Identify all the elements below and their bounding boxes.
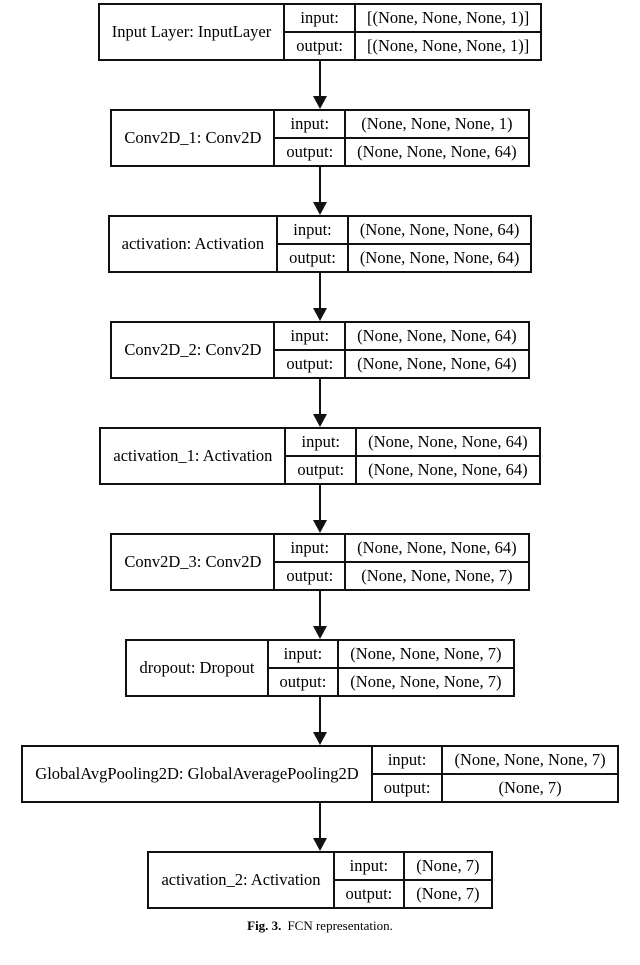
layer-name-cell: dropout: Dropout	[127, 641, 269, 695]
down-arrow-icon	[312, 379, 328, 427]
layer-node: activation: Activation input: (None, Non…	[107, 215, 533, 273]
output-row-label: output:	[275, 139, 347, 165]
input-shape-value: (None, None, None, 1)	[346, 111, 528, 139]
output-row-label: output:	[285, 33, 356, 59]
output-shape-value: (None, None, None, 64)	[359, 248, 520, 267]
output-row-label: output:	[275, 351, 347, 377]
layer-node: Conv2D_1: Conv2D input: (None, None, Non…	[110, 109, 530, 167]
output-row-label: output:	[335, 881, 406, 907]
layer-name-cell: activation: Activation	[110, 217, 279, 271]
layer-name-cell: Conv2D_2: Conv2D	[112, 323, 276, 377]
input-shape-value: (None, None, None, 64)	[357, 429, 539, 457]
layer-node: activation_1: Activation input: (None, N…	[99, 427, 541, 485]
input-row-label: input:	[275, 535, 347, 563]
down-arrow-icon	[312, 167, 328, 215]
layer-name-cell: Conv2D_3: Conv2D	[112, 535, 276, 589]
input-row-label: input:	[372, 747, 444, 775]
figure-caption: Fig. 3. FCN representation.	[0, 918, 640, 934]
layer-name-cell: GlobalAvgPooling2D: GlobalAveragePooling…	[23, 747, 373, 801]
layer-node: activation_2: Activation input: (None, 7…	[147, 851, 493, 909]
output-shape-value: [(None, None, None, 1)]	[367, 36, 530, 55]
output-shape-value: (None, None, None, 64)	[357, 142, 517, 161]
figure-caption-text: FCN representation.	[287, 918, 393, 933]
output-shape-value: (None, None, None, 7)	[350, 672, 502, 691]
down-arrow-icon	[312, 485, 328, 533]
model-architecture-diagram: Input Layer: InputLayer input: [(None, N…	[0, 0, 640, 909]
input-row-label: input:	[285, 5, 356, 33]
output-row-label: output:	[269, 669, 340, 695]
output-shape-value: (None, None, None, 64)	[357, 354, 517, 373]
input-shape-value: (None, 7)	[405, 853, 491, 881]
output-shape-value: (None, 7)	[416, 884, 480, 903]
input-shape-value: (None, None, None, 64)	[348, 217, 531, 245]
output-row-label: output:	[286, 457, 358, 483]
input-row-label: input:	[268, 641, 340, 669]
down-arrow-icon	[312, 591, 328, 639]
down-arrow-icon	[312, 803, 328, 851]
layer-node: dropout: Dropout input: (None, None, Non…	[125, 639, 515, 697]
output-shape-value: (None, None, None, 64)	[368, 460, 528, 479]
input-row-label: input:	[278, 217, 349, 245]
layer-name-cell: activation_2: Activation	[149, 853, 335, 907]
down-arrow-icon	[312, 273, 328, 321]
input-shape-value: (None, None, None, 64)	[346, 535, 528, 563]
input-row-label: input:	[275, 323, 347, 351]
input-row-label: input:	[334, 853, 406, 881]
input-shape-value: [(None, None, None, 1)]	[356, 5, 541, 33]
input-row-label: input:	[275, 111, 347, 139]
output-row-label: output:	[278, 245, 349, 271]
layer-name-cell: activation_1: Activation	[101, 429, 287, 483]
down-arrow-icon	[312, 697, 328, 745]
layer-name-cell: Conv2D_1: Conv2D	[112, 111, 276, 165]
layer-node: Conv2D_2: Conv2D input: (None, None, Non…	[110, 321, 530, 379]
layer-node: Input Layer: InputLayer input: [(None, N…	[97, 3, 543, 61]
layer-node: GlobalAvgPooling2D: GlobalAveragePooling…	[21, 745, 619, 803]
input-shape-value: (None, None, None, 7)	[339, 641, 513, 669]
layer-name-cell: Input Layer: InputLayer	[100, 5, 286, 59]
down-arrow-icon	[312, 61, 328, 109]
output-row-label: output:	[373, 775, 444, 801]
output-shape-value: (None, 7)	[498, 778, 562, 797]
output-shape-value: (None, None, None, 7)	[361, 566, 513, 585]
input-shape-value: (None, None, None, 7)	[443, 747, 617, 775]
output-row-label: output:	[275, 563, 347, 589]
input-shape-value: (None, None, None, 64)	[346, 323, 528, 351]
input-row-label: input:	[286, 429, 358, 457]
figure-caption-label: Fig. 3.	[247, 918, 282, 933]
layer-node: Conv2D_3: Conv2D input: (None, None, Non…	[110, 533, 530, 591]
